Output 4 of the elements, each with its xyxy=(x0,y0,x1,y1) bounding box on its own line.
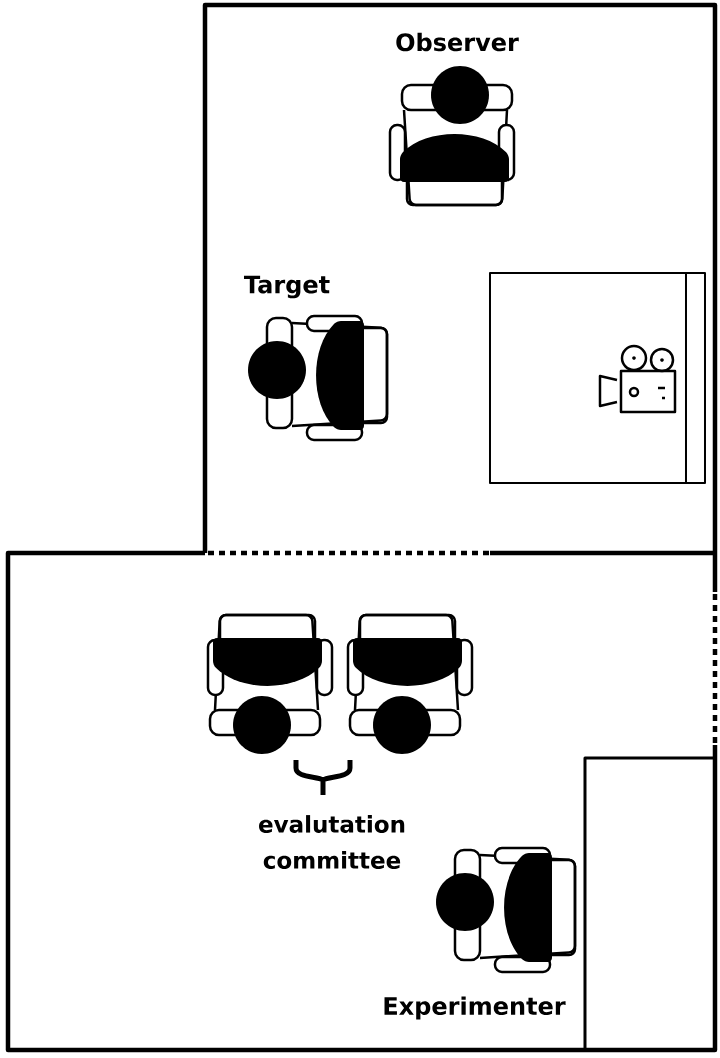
person-label: Experimenter xyxy=(384,996,566,1020)
person-label: Observer xyxy=(396,32,519,52)
person-label: evalutation committee xyxy=(259,815,405,869)
person-label: Target xyxy=(244,275,330,299)
